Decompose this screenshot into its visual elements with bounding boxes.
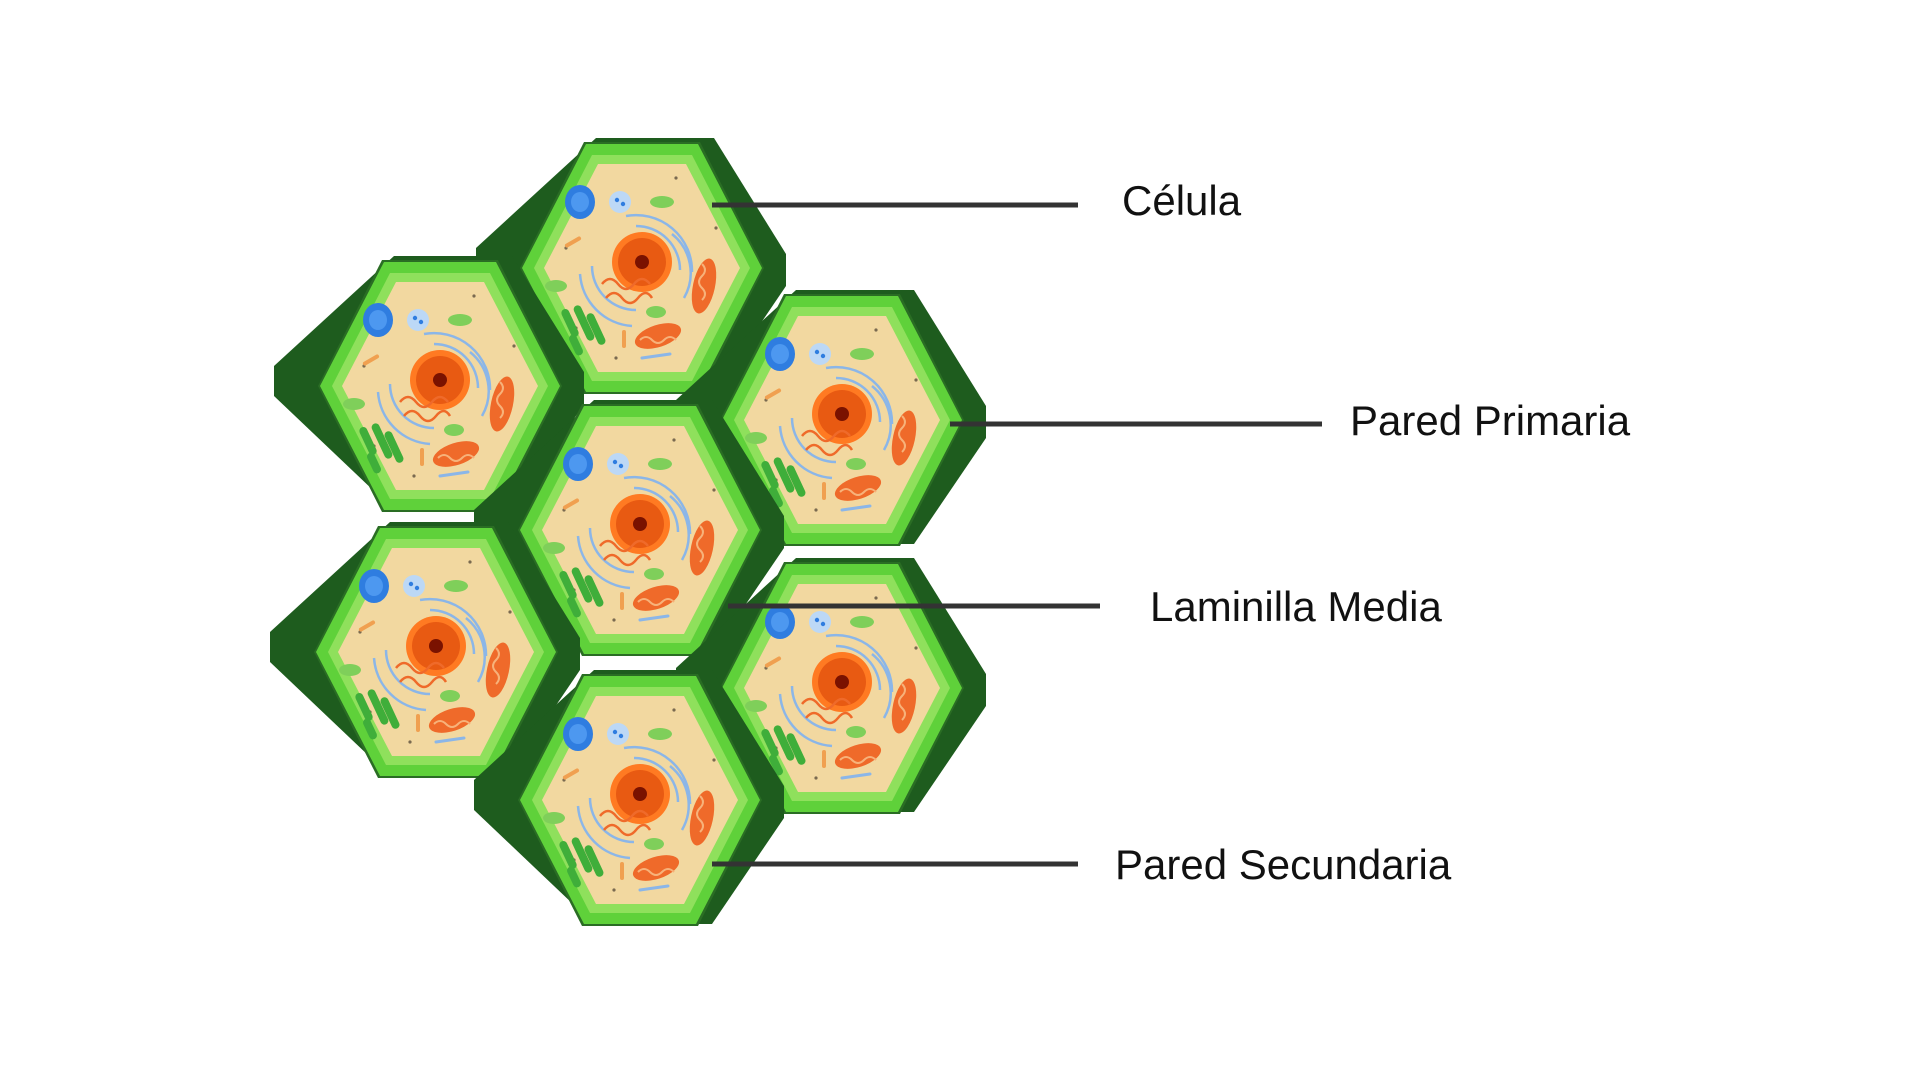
label-secondary-wall: Pared Secundaria [1115,841,1452,888]
label-primary-wall: Pared Primaria [1350,397,1631,444]
leader-lines [712,202,1322,867]
label-cell: Célula [1122,177,1242,224]
label-middle-lamella: Laminilla Media [1150,583,1442,630]
